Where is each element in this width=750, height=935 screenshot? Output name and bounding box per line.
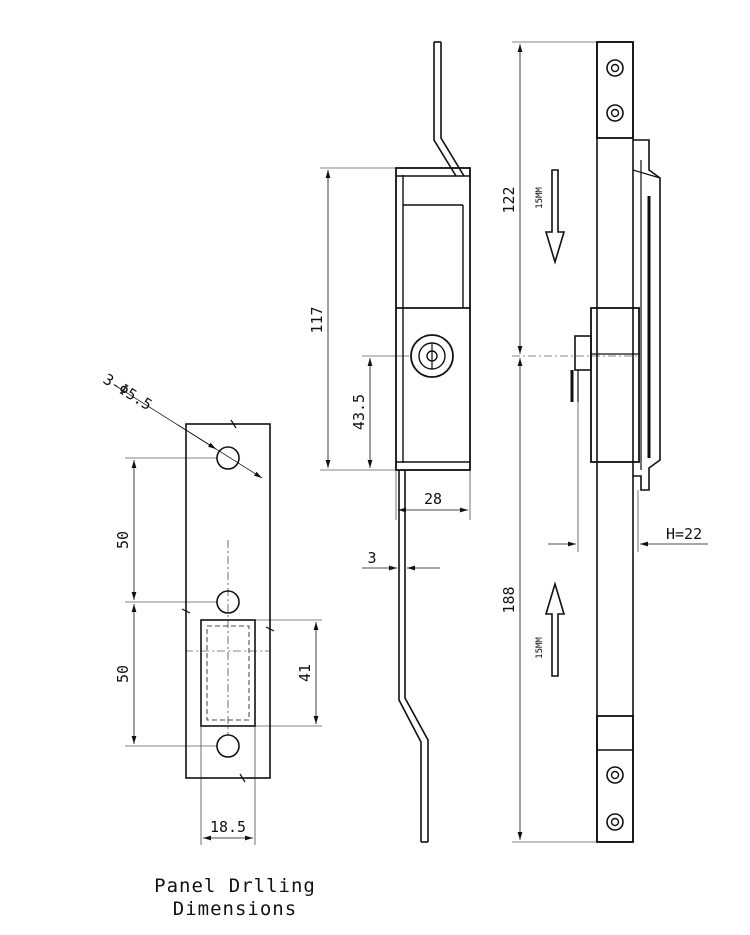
break-mark-left [181,608,191,614]
bottom-end-plate [596,715,634,843]
bottom-hole-1-inner [610,770,620,780]
front-view-labels: 122 188 15MM 15MM H=22 [500,186,702,658]
keyhole-height-label: 43.5 [350,394,368,430]
top-hole-2 [606,104,624,122]
handle-housing [633,139,661,491]
body-height-label: 117 [308,306,326,333]
latch-block [574,335,592,371]
bottom-hole-1 [606,766,624,784]
arrow-down [544,169,566,265]
upper-rod [433,42,465,177]
front-view [512,41,708,843]
top-end-plate [596,41,634,139]
caption-line-1: Panel Drlling [154,875,316,897]
break-mark-right [265,626,275,632]
hole-note-leader-tick [177,424,217,450]
arrow-up [544,581,566,677]
mounting-hole-bottom [216,734,240,758]
side-view [320,41,471,843]
lower-length-label: 188 [500,586,518,613]
panel-drilling-labels: 3-Φ5.5 50 50 41 18.5 [100,370,314,836]
upper-length-label: 122 [500,186,518,213]
travel-down-label: 15MM [535,187,545,209]
panel-plate [185,423,271,779]
hole-spacing-upper-label: 50 [114,531,132,549]
bottom-hole-2 [606,813,624,831]
mounting-hole-top [216,446,240,470]
panel-drilling-view [115,385,322,845]
keyhole-outer [410,334,454,378]
rod-thickness-label: 3 [367,549,376,567]
cutout-height-label: 41 [296,664,314,682]
top-hole-1-inner [610,63,620,73]
body-depth-label: 28 [424,490,442,508]
break-mark-top [230,419,237,429]
hole-note-label: 3-Φ5.5 [100,370,155,414]
break-mark-bottom [239,773,246,783]
lock-body [395,167,471,471]
handle-top-cap [632,169,661,179]
cutout-width-label: 18.5 [210,818,246,836]
bottom-hole-2-inner [610,817,620,827]
travel-up-label: 15MM [535,637,545,659]
caption-line-2: Dimensions [172,898,298,920]
top-hole-1 [606,59,624,77]
lock-housing [590,307,640,463]
top-hole-2-inner [610,108,620,118]
hole-spacing-lower-label: 50 [114,665,132,683]
handle-height-label: H=22 [666,525,702,543]
side-view-labels: 117 43.5 28 3 [308,306,442,567]
lower-rod [398,470,429,842]
